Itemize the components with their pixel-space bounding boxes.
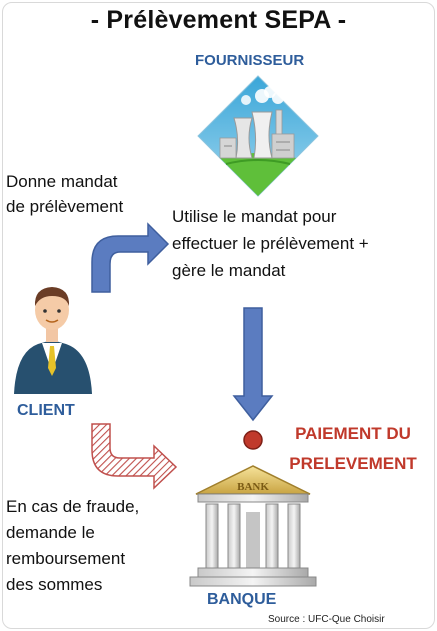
bank-icon: BANK xyxy=(189,465,317,587)
mandat-arrow xyxy=(91,222,170,293)
page-title: - Prélèvement SEPA - xyxy=(90,6,347,34)
fournisseur-text: Utilise le mandat pour effectuer le prél… xyxy=(172,203,369,284)
mandat-line: de prélèvement xyxy=(6,197,124,216)
client-label: CLIENT xyxy=(17,402,75,419)
fraude-line: remboursement xyxy=(6,549,126,568)
fraude-line: des sommes xyxy=(6,575,103,594)
paiement-dot xyxy=(243,430,263,450)
remboursement-arrow xyxy=(91,423,178,490)
mandat-line: Donne mandat xyxy=(6,172,118,191)
bank-sign: BANK xyxy=(237,481,269,493)
fournisseur-line: effectuer le prélèvement + xyxy=(172,234,369,253)
paiement-text: PAIEMENT DU PRELEVEMENT xyxy=(278,419,428,479)
mandat-text: Donne mandat de prélèvement xyxy=(6,169,123,219)
banque-label: BANQUE xyxy=(207,591,277,608)
factory-icon xyxy=(197,75,319,197)
fraude-line: En cas de fraude, xyxy=(6,497,140,516)
prelevement-arrow xyxy=(232,307,274,422)
fraude-text: En cas de fraude, demande le rembourseme… xyxy=(6,494,139,598)
paiement-line: PAIEMENT DU xyxy=(295,424,411,443)
fournisseur-line: gère le mandat xyxy=(172,261,286,280)
paiement-line: PRELEVEMENT xyxy=(289,454,417,473)
fraude-line: demande le xyxy=(6,523,95,542)
source-note: Source : UFC-Que Choisir xyxy=(268,614,385,625)
fournisseur-label: FOURNISSEUR xyxy=(195,52,305,69)
client-avatar xyxy=(14,287,92,394)
fournisseur-line: Utilise le mandat pour xyxy=(172,207,337,226)
